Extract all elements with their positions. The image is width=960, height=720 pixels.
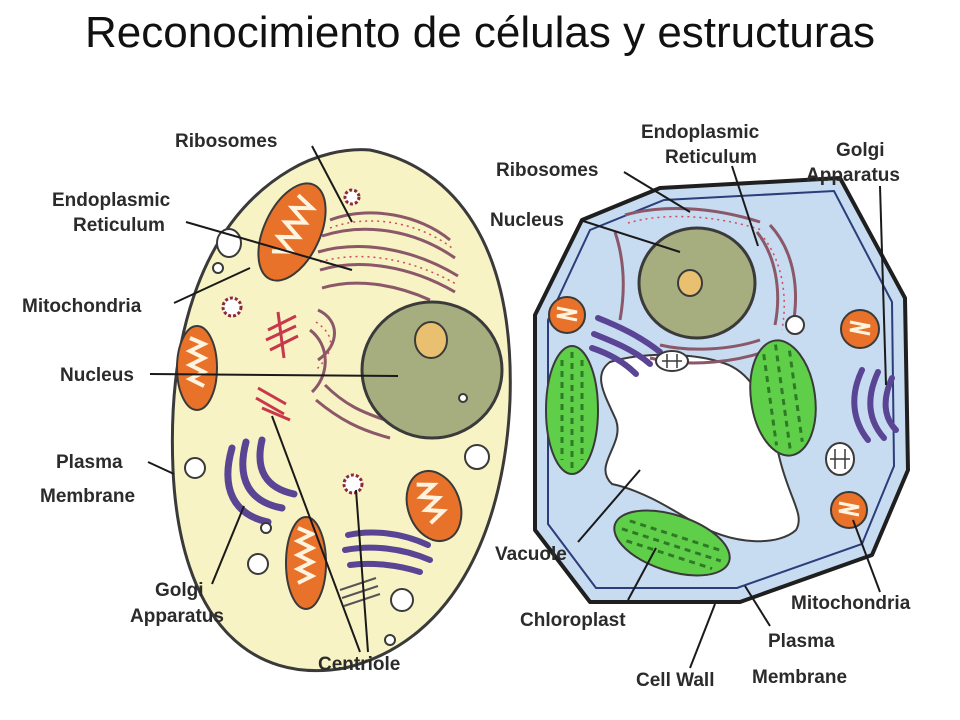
plant-golgi-apparatus (589, 315, 663, 377)
animal-ribosome-ring (343, 188, 361, 206)
plant-er-ribosome-dots (627, 215, 785, 331)
plant-mitochondrion (548, 296, 586, 334)
plant-cell (533, 176, 910, 604)
animal-label-nucleus: Nucleus (60, 365, 134, 386)
plant-vacuole (600, 353, 800, 543)
plant-label-cell-wall: Cell Wall (636, 670, 714, 691)
animal-label-plasma-line2: Membrane (40, 486, 135, 507)
animal-label-mitochondria: Mitochondria (22, 296, 142, 317)
plant-label-vacuole: Vacuole (495, 544, 567, 565)
animal-golgi-apparatus-2 (342, 529, 433, 575)
animal-mitochondrion (257, 182, 327, 282)
animal-mitochondrion (176, 325, 218, 411)
animal-label-er-line2: Reticulum (73, 215, 165, 236)
plant-mitochondrion (840, 309, 880, 349)
slide-title: Reconocimiento de células y estructuras (85, 8, 875, 57)
animal-mitochondrion (405, 470, 463, 542)
animal-mitochondrion (285, 516, 327, 610)
plant-vesicle-ring (825, 442, 855, 476)
animal-centriole (255, 311, 299, 422)
plant-label-er-line2: Reticulum (665, 147, 757, 168)
animal-label-plasma-line1: Plasma (56, 452, 123, 473)
animal-label-ribosomes: Ribosomes (175, 131, 277, 152)
animal-cell (170, 148, 512, 673)
animal-vesicles (184, 228, 490, 646)
plant-label-ribosomes: Ribosomes (496, 160, 598, 181)
animal-golgi-apparatus (224, 436, 298, 526)
animal-nucleus (360, 300, 504, 440)
leader-lines (147, 145, 887, 669)
animal-plasma-membrane (170, 148, 512, 673)
plant-label-nucleus: Nucleus (490, 210, 564, 231)
animal-label-centriole: Centriole (318, 654, 400, 675)
animal-ribosome-ring (342, 473, 364, 495)
plant-vesicle-ring (655, 350, 689, 372)
plant-label-mitochondria: Mitochondria (791, 593, 911, 614)
plant-label-plasma-line2: Membrane (752, 667, 847, 688)
animal-label-golgi-line1: Golgi (155, 580, 204, 601)
plant-label-plasma-line1: Plasma (768, 631, 835, 652)
animal-ribosome-ring (221, 296, 243, 318)
plant-label-golgi-line2: Apparatus (806, 165, 900, 186)
animal-label-golgi-line2: Apparatus (130, 606, 224, 627)
animal-er-ribosome-dots (315, 220, 457, 371)
plant-nucleolus (677, 269, 703, 297)
plant-mitochondrion (830, 491, 868, 529)
animal-nucleolus (414, 321, 448, 359)
animal-centriole-lower (339, 577, 381, 607)
plant-label-golgi-line1: Golgi (836, 140, 885, 161)
plant-golgi-apparatus-2 (851, 367, 899, 443)
plant-plasma-membrane (547, 189, 896, 589)
plant-label-er-line1: Endoplasmic (641, 122, 760, 143)
animal-endoplasmic-reticulum (309, 211, 459, 440)
plant-chloroplast (613, 509, 731, 577)
plant-label-chloroplast: Chloroplast (520, 610, 626, 631)
plant-chloroplast (545, 345, 599, 475)
plant-vesicle (785, 315, 805, 335)
animal-label-er-line1: Endoplasmic (52, 190, 171, 211)
plant-chloroplast (749, 339, 817, 457)
